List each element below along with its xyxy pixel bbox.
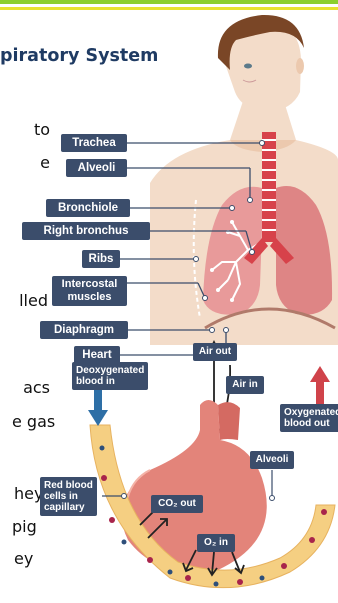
label-bronchiole: Bronchiole (46, 199, 130, 217)
label-oxy-line2: blood out (284, 418, 330, 429)
label-intercostal-line2: muscles (67, 291, 111, 303)
label-right-bronchus: Right bronchus (22, 222, 150, 240)
oxygenated-arrow-icon (310, 366, 330, 404)
label-oxygenated: Oxygenated blood out (280, 404, 338, 432)
label-intercostal-muscles: Intercostal muscles (52, 276, 127, 306)
label-red-line2: cells in (44, 491, 78, 502)
label-intercostal-line1: Intercostal (62, 278, 118, 290)
label-air-in: Air in (226, 376, 264, 394)
label-oxy-line1: Oxygenated (284, 407, 338, 418)
deoxygenated-arrow-icon (88, 390, 108, 426)
label-alveoli: Alveoli (66, 159, 127, 177)
label-co2-out: CO₂ out (151, 495, 203, 513)
label-deoxygenated: Deoxygenated blood in (72, 362, 148, 390)
label-deoxy-line1: Deoxygenated (76, 365, 144, 376)
label-diaphragm: Diaphragm (40, 321, 128, 339)
label-trachea: Trachea (61, 134, 127, 152)
label-deoxy-line2: blood in (76, 376, 115, 387)
label-red-line1: Red blood (44, 480, 93, 491)
label-air-out: Air out (193, 343, 237, 361)
label-o2-in: O₂ in (197, 534, 235, 552)
label-red-blood-cells: Red blood cells in capillary (40, 477, 97, 516)
label-red-line3: capillary (44, 502, 85, 513)
label-alveoli-2: Alveoli (250, 451, 294, 469)
label-ribs: Ribs (82, 250, 120, 268)
